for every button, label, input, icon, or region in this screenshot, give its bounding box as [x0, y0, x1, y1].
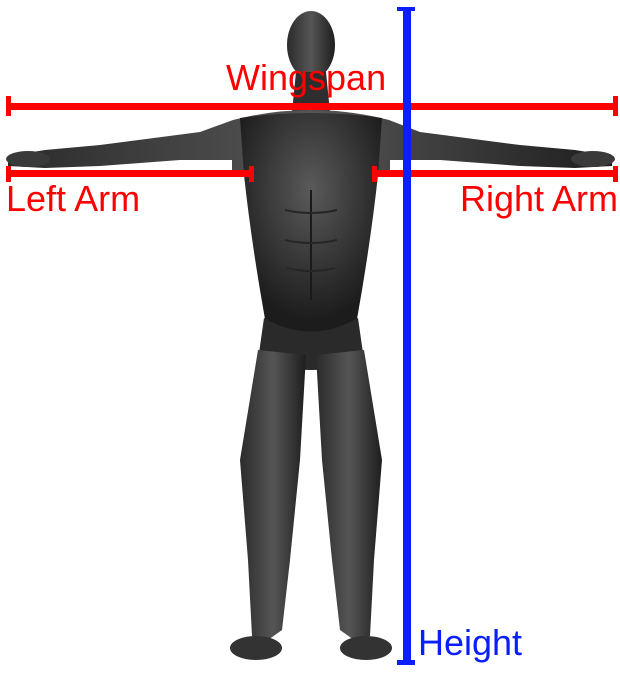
wingspan-label: Wingspan: [226, 60, 386, 96]
right-arm-label: Right Arm: [460, 181, 618, 217]
left-arm-label: Left Arm: [6, 181, 140, 217]
height-label: Height: [418, 625, 522, 661]
